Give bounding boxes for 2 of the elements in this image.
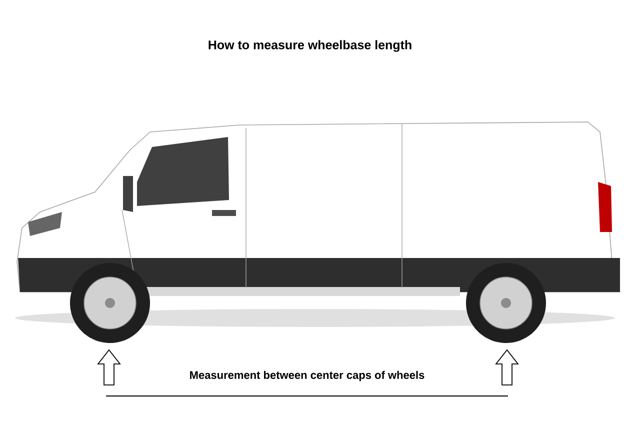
measurement-label: Measurement between center caps of wheels	[190, 370, 424, 382]
title: How to measure wheelbase length	[208, 40, 412, 52]
